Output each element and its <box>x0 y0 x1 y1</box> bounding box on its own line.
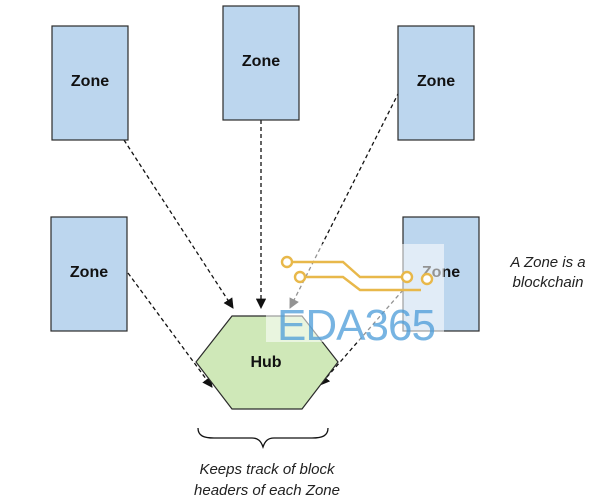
note-line-2: blockchain <box>513 274 584 291</box>
note-line-1: A Zone is a <box>509 254 585 271</box>
zone-label: Zone <box>71 73 109 90</box>
hub-note-line-2: headers of each Zone <box>194 482 340 499</box>
zone-box: Zone <box>51 25 129 141</box>
arrow-zone-mid-left-to-hub <box>127 272 213 388</box>
watermark: EDA365 <box>266 244 444 350</box>
circuit-trace-icon <box>280 255 434 292</box>
zone-box: Zone <box>397 25 475 141</box>
hub-note-line-1: Keeps track of block <box>199 461 336 478</box>
watermark-text: EDA365 <box>277 301 435 350</box>
zone-box: Zone <box>222 5 300 121</box>
zone-label: Zone <box>417 73 455 90</box>
watermark-backdrop <box>266 244 444 342</box>
zone-box: Zone <box>50 216 128 332</box>
zone-label: Zone <box>70 264 108 281</box>
curly-brace <box>197 427 329 450</box>
zone-definition-note: A Zone is a blockchain <box>509 254 585 291</box>
arrow-zone-top-right-to-hub <box>289 91 400 309</box>
arrow-zone-top-left-to-hub <box>123 139 234 309</box>
hub-label: Hub <box>250 354 281 371</box>
hub-description-note: Keeps track of block headers of each Zon… <box>194 461 340 499</box>
zone-label: Zone <box>242 53 280 70</box>
